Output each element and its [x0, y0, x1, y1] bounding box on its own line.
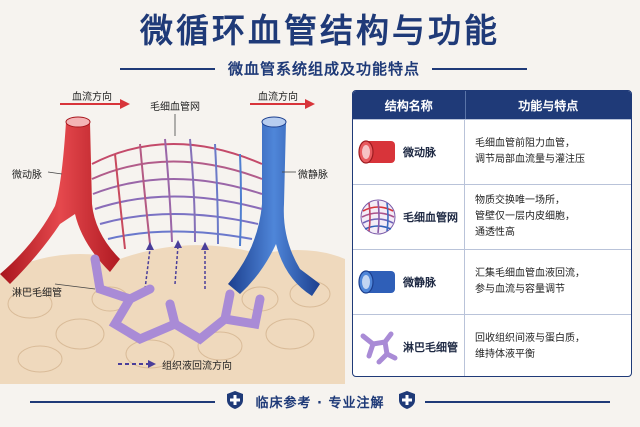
divider: [30, 401, 215, 403]
table-header: 结构名称 功能与特点: [353, 91, 631, 119]
lymph-capillary-icon: [360, 331, 398, 365]
row-desc-line: 汇集毛细血管血液回流，: [475, 268, 585, 279]
row-desc-cell: 物质交换唯一场所， 管壁仅一层内皮细胞， 通透性高: [465, 185, 631, 249]
table-row: 微静脉 汇集毛细血管血液回流， 参与血流与容量调节: [353, 249, 631, 314]
arteriole-icon: [358, 140, 395, 164]
arteriole-vessel: [0, 122, 120, 284]
row-desc-cell: 回收组织间液与蛋白质， 维持体液平衡: [465, 315, 631, 376]
medical-shield-icon: [227, 391, 243, 409]
venule-opening: [261, 116, 287, 128]
row-name-cell: 微静脉: [353, 250, 465, 314]
fluid-return-arrows: [144, 245, 206, 290]
row-desc-line: 参与血流与容量调节: [475, 284, 565, 295]
flow-in-arrow: [60, 99, 130, 109]
row-desc-line: 回收组织间液与蛋白质，: [475, 333, 585, 344]
row-name: 毛细血管网: [403, 211, 458, 224]
flow-out-label: 血流方向: [258, 92, 298, 103]
row-desc-line: 管壁仅一层内皮细胞，: [475, 211, 575, 222]
table-row: 微动脉 毛细血管前阻力血管， 调节局部血流量与灌注压: [353, 119, 631, 184]
subtitle: 微血管系统组成及功能特点: [227, 60, 420, 78]
divider: [425, 401, 610, 403]
divider: [120, 68, 215, 70]
microcirculation-illustration: [0, 99, 345, 384]
subtitle-row: 微血管系统组成及功能特点: [0, 58, 640, 78]
header-function: 功能与特点: [518, 98, 579, 113]
table-row: 毛细血管网 物质交换唯一场所， 管壁仅一层内皮细胞， 通透性高: [353, 184, 631, 249]
footer-text: 临床参考 · 专业注解: [255, 396, 385, 411]
medical-shield-icon: [399, 391, 415, 409]
arteriole-opening: [65, 116, 91, 128]
capillary-net-icon: [360, 199, 396, 235]
row-name: 淋巴毛细管: [403, 341, 458, 354]
row-desc-line: 维持体液平衡: [475, 349, 535, 360]
row-name: 微动脉: [403, 146, 436, 159]
page-title: 微循环血管结构与功能: [140, 11, 500, 50]
row-desc-cell: 毛细血管前阻力血管， 调节局部血流量与灌注压: [465, 120, 631, 184]
table-row: 淋巴毛细管 回收组织间液与蛋白质， 维持体液平衡: [353, 314, 631, 376]
row-desc-line: 通透性高: [475, 227, 515, 238]
row-name: 微静脉: [403, 276, 436, 289]
venule-label: 微静脉: [298, 170, 328, 181]
capillary-network: [91, 138, 263, 250]
header-structure-name: 结构名称: [353, 91, 466, 119]
row-name-cell: 淋巴毛细管: [353, 315, 465, 376]
venule-vessel: [228, 122, 320, 296]
flow-out-arrow: [250, 99, 315, 109]
row-name-cell: 毛细血管网: [353, 185, 465, 249]
row-name-cell: 微动脉: [353, 120, 465, 184]
fluid-return-label: 组织液回流方向: [162, 361, 232, 372]
venule-icon: [358, 270, 395, 294]
lymph-capillary: [90, 254, 265, 345]
row-desc-line: 毛细血管前阻力血管，: [475, 138, 575, 149]
footer: 临床参考 · 专业注解: [0, 388, 640, 414]
leader-lines: [47, 114, 296, 290]
row-desc-cell: 汇集毛细血管血液回流， 参与血流与容量调节: [465, 250, 631, 314]
arteriole-label: 微动脉: [12, 170, 42, 181]
row-desc-line: 物质交换唯一场所，: [475, 195, 565, 206]
divider: [432, 68, 527, 70]
fluid-return-legend-arrow: [118, 360, 156, 368]
microcirculation-diagram: 血流方向 血流方向 毛细血管网 微动脉 微静脉 淋巴毛细管 组织液回流方向: [0, 84, 345, 384]
flow-in-label: 血流方向: [72, 92, 112, 103]
structure-table: 结构名称 功能与特点 微动脉 毛细血管前阻力血管， 调节局部血流量与灌注压: [352, 90, 632, 377]
lymph-label: 淋巴毛细管: [12, 288, 62, 299]
capillary-net-label: 毛细血管网: [150, 102, 200, 113]
row-desc-line: 调节局部血流量与灌注压: [475, 154, 585, 165]
